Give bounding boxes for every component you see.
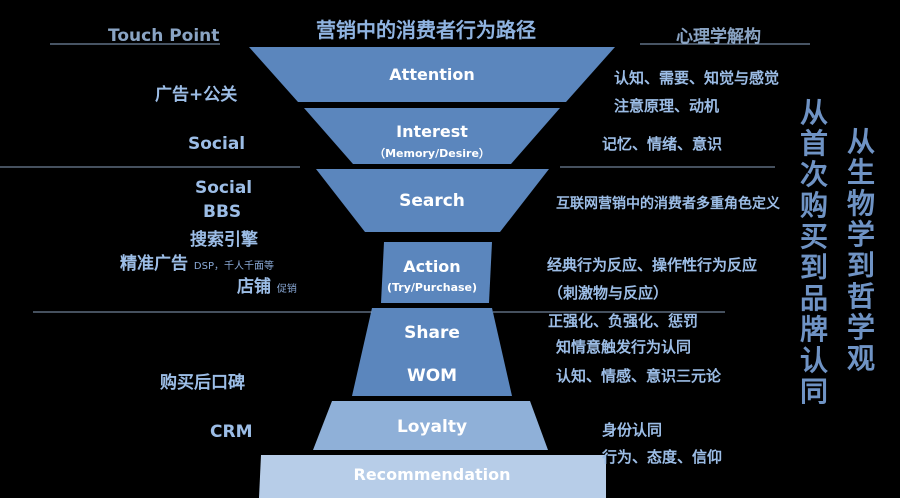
- touch-point-header: Touch Point: [108, 26, 220, 46]
- label-loyalty: Loyalty: [396, 417, 468, 437]
- touch-point-ad-pr: 广告+公关: [155, 85, 238, 105]
- touch-point-store: 店铺 促销: [237, 272, 297, 297]
- label-action: Action: [403, 257, 461, 276]
- label-attention: Attention: [389, 65, 475, 84]
- touch-point-social-2: Social: [195, 178, 253, 198]
- psy-loyalty-2: 行为、态度、信仰: [602, 448, 723, 466]
- label-wom: WOM: [406, 366, 458, 386]
- label-recommendation: Recommendation: [353, 465, 511, 484]
- psy-attention-1: 认知、需要、知觉与感觉: [614, 69, 780, 87]
- psy-action-2: （刺激物与反应）: [548, 284, 669, 302]
- label-search: Search: [399, 191, 465, 211]
- psy-action-1: 经典行为反应、操作性行为反应: [547, 256, 758, 274]
- label-interest-sub: （Memory/Desire）: [374, 147, 490, 160]
- funnel-segment-search: [316, 169, 549, 232]
- psy-share-1: 正强化、负强化、惩罚: [548, 312, 699, 330]
- psy-interest: 记忆、情绪、意识: [602, 135, 723, 153]
- label-interest: Interest: [396, 122, 468, 141]
- label-action-sub: (Try/Purchase): [386, 281, 478, 294]
- touch-point-precise-ad: 精准广告 DSP，千人千面等: [120, 249, 274, 274]
- funnel-segment-interest: [304, 108, 560, 164]
- vertical-text-first-purchase: 从首次购买到品牌认同: [799, 96, 828, 408]
- funnel-segment-share-wom: [352, 308, 512, 396]
- funnel-segment-action: [381, 242, 492, 303]
- psy-attention-2: 注意原理、动机: [614, 97, 720, 115]
- psy-wom: 认知、情感、意识三元论: [556, 367, 722, 385]
- precise-ad-label: 精准广告: [120, 254, 188, 274]
- psy-share-2: 知情意触发行为认同: [556, 338, 692, 356]
- vertical-text-biology: 从生物学到哲学观: [846, 125, 875, 375]
- label-share: Share: [404, 323, 460, 343]
- touch-point-crm: CRM: [210, 422, 253, 442]
- touch-point-search-engine: 搜索引擎: [190, 230, 258, 250]
- touch-point-post-purchase: 购买后口碑: [160, 373, 245, 393]
- precise-ad-note: DSP，千人千面等: [193, 261, 274, 272]
- psychology-header: 心理学解构: [676, 27, 761, 47]
- psy-loyalty-1: 身份认同: [602, 421, 663, 439]
- touch-point-social-1: Social: [188, 134, 246, 154]
- psy-search: 互联网营销中的消费者多重角色定义: [556, 196, 780, 212]
- touch-point-bbs: BBS: [203, 202, 242, 222]
- funnel-segment-attention: [249, 47, 615, 102]
- funnel-segment-recommendation: [259, 455, 606, 498]
- store-note: 促销: [276, 284, 297, 295]
- funnel-segment-loyalty: [313, 401, 548, 450]
- store-label: 店铺: [237, 277, 271, 297]
- center-title: 营销中的消费者行为路径: [316, 18, 536, 42]
